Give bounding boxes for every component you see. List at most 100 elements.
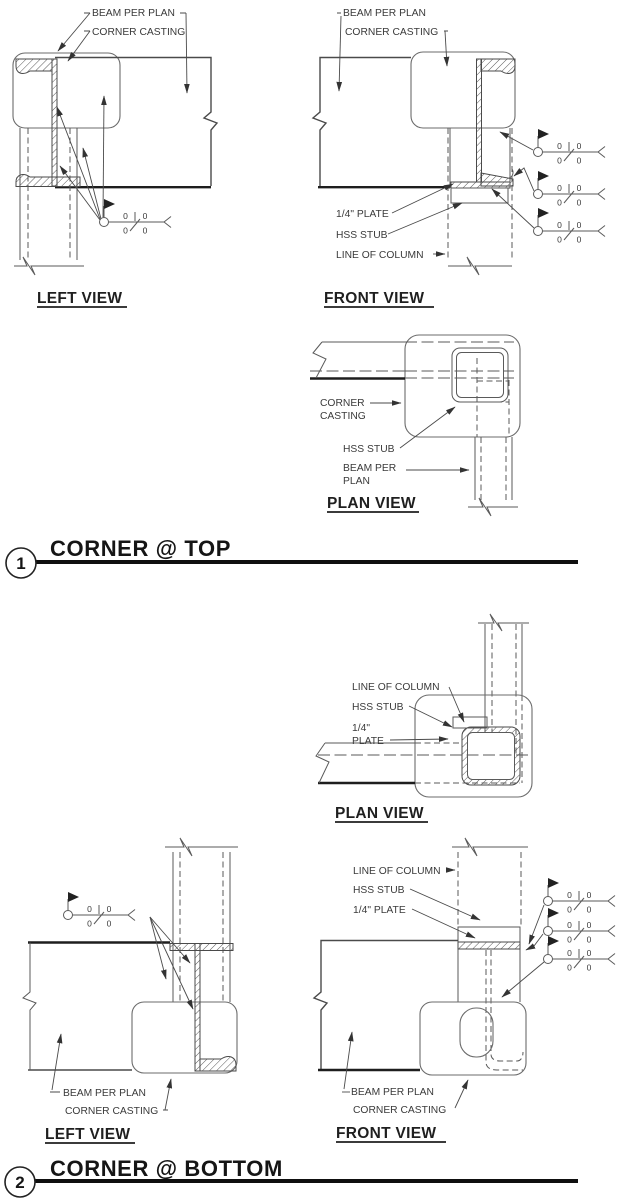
weld-leader-3 — [82, 147, 102, 220]
beam-outline — [312, 939, 458, 1069]
weld-symbol-lines — [99, 198, 172, 232]
weld-symbol: 0 0 0 0 — [99, 198, 172, 236]
weld-symbol-lines — [533, 207, 606, 241]
weld-size-below-left: 0 — [557, 156, 562, 166]
plate-outline — [450, 187, 509, 204]
detail-2-plan-view: LINE OF COLUMN HSS STUB 1/4" PLATE PLAN … — [315, 613, 533, 823]
label-beam-per-plan: BEAM PER PLAN — [92, 8, 175, 19]
leader-beam — [336, 15, 343, 92]
column-outline — [484, 624, 523, 744]
weld-leader-3 — [491, 188, 535, 229]
leader-column — [448, 686, 465, 723]
detail-number: 2 — [15, 1173, 24, 1192]
label-plate: PLATE — [352, 736, 384, 747]
leader-stub — [387, 202, 463, 235]
column-hidden-lines — [476, 358, 510, 503]
detail-1-plan-view: CORNER CASTING HSS STUB BEAM PER PLAN PL… — [310, 334, 521, 517]
hss-stub-outline — [457, 927, 521, 1002]
weld-size-below-left: 0 — [567, 935, 572, 945]
weld-symbol: 0 0 0 0 — [533, 207, 606, 245]
weld-leader-1 — [56, 106, 101, 220]
corner-casting-outline — [419, 1001, 527, 1076]
weld-size-above-left: 0 — [123, 211, 128, 221]
hss-stub-section-hatch — [450, 58, 516, 189]
column-break-line — [452, 837, 528, 857]
hss-stub-outer — [451, 347, 509, 403]
beam-break-line — [315, 742, 330, 784]
weld-size-below-left: 0 — [87, 919, 92, 929]
weld-size-below-right: 0 — [587, 935, 592, 945]
leader-plate — [389, 736, 449, 743]
label-hss-stub: HSS STUB — [352, 702, 404, 713]
weld-leader-3 — [501, 961, 545, 998]
weld-size-below-left: 0 — [557, 198, 562, 208]
detail-1-left-view: 0 0 0 0 BEAM PER PLAN CORNER CASTING LEF… — [12, 8, 219, 308]
weld-symbol-lines — [533, 170, 606, 204]
weld-size-above-left: 0 — [557, 220, 562, 230]
leader-casting — [443, 30, 450, 67]
label-hss-stub: HSS STUB — [343, 444, 395, 455]
leader-casting — [67, 30, 91, 62]
weld-size-above-right: 0 — [587, 890, 592, 900]
column-outline — [19, 128, 78, 260]
label-beam-per-plan: BEAM PER PLAN — [351, 1087, 434, 1098]
corner-casting-outline — [404, 334, 521, 438]
weld-symbol-lines — [543, 907, 616, 941]
weld-size-below-left: 0 — [557, 235, 562, 245]
weld-leader-1 — [499, 131, 534, 151]
weld-leader-4 — [101, 95, 107, 218]
column-hidden-lines — [457, 852, 522, 927]
weld-leader-2 — [149, 916, 191, 964]
hss-stub-section-hatch — [15, 58, 81, 187]
label-plan: PLAN — [343, 476, 370, 487]
weld-size-below-right: 0 — [587, 905, 592, 915]
weld-leader-3 — [149, 916, 194, 1010]
weld-symbol: 0 0 0 0 — [543, 935, 616, 973]
weld-size-above-right: 0 — [587, 948, 592, 958]
label-beam-per-plan: BEAM PER PLAN — [343, 8, 426, 19]
corner-casting-outline — [12, 52, 121, 129]
leader-beam — [343, 1031, 354, 1090]
hss-stub-inner — [456, 352, 504, 398]
detail-2-front-view: 0 0 0 0 0 0 0 0 0 0 0 0 LINE OF COLUMN H… — [312, 837, 616, 1143]
label-beam-per: BEAM PER — [343, 463, 396, 474]
hss-stub-outline — [449, 128, 511, 188]
weld-symbol-lines — [63, 891, 136, 925]
weld-symbol-lines — [543, 877, 616, 911]
casting-hole — [459, 1007, 494, 1058]
leader-plate — [411, 908, 476, 939]
weld-size-above-right: 0 — [107, 904, 112, 914]
weld-size-below-right: 0 — [107, 919, 112, 929]
beam-outline — [55, 56, 219, 186]
weld-size-above-left: 0 — [567, 890, 572, 900]
beam-below-outline — [474, 437, 513, 500]
weld-leader-2 — [525, 933, 544, 951]
plate-hatch — [457, 941, 521, 950]
leader-stub — [409, 888, 481, 921]
column-hidden-lines — [447, 128, 513, 259]
stub-hidden-lines — [485, 950, 524, 1071]
label-corner-casting: CORNER CASTING — [345, 27, 438, 38]
label-quarter-plate: 1/4" PLATE — [336, 209, 389, 220]
weld-symbol: 0 0 0 0 — [533, 128, 606, 166]
weld-size-below-left: 0 — [123, 226, 128, 236]
view-title-plan: PLAN VIEW — [327, 495, 416, 512]
detail-title: CORNER @ BOTTOM — [50, 1156, 283, 1181]
beam-break-line-2 — [468, 497, 518, 517]
leader-stub — [408, 705, 453, 728]
plate-outline — [452, 716, 488, 729]
detail-title: CORNER @ TOP — [50, 536, 231, 561]
hss-stub-inner — [467, 732, 515, 780]
weld-size-above-right: 0 — [577, 183, 582, 193]
beam-break-line — [312, 341, 327, 379]
label-corner-casting: CORNER CASTING — [353, 1105, 446, 1116]
weld-symbol: 0 0 0 0 — [533, 170, 606, 208]
label-quarter-plate: 1/4" PLATE — [353, 905, 406, 916]
column-hidden-lines — [27, 128, 71, 258]
label-corner-casting: CORNER CASTING — [92, 27, 185, 38]
weld-leader-1 — [528, 904, 545, 945]
corner-casting-outline — [410, 51, 516, 129]
detail-1: 0 0 0 0 BEAM PER PLAN CORNER CASTING LEF… — [5, 8, 606, 579]
